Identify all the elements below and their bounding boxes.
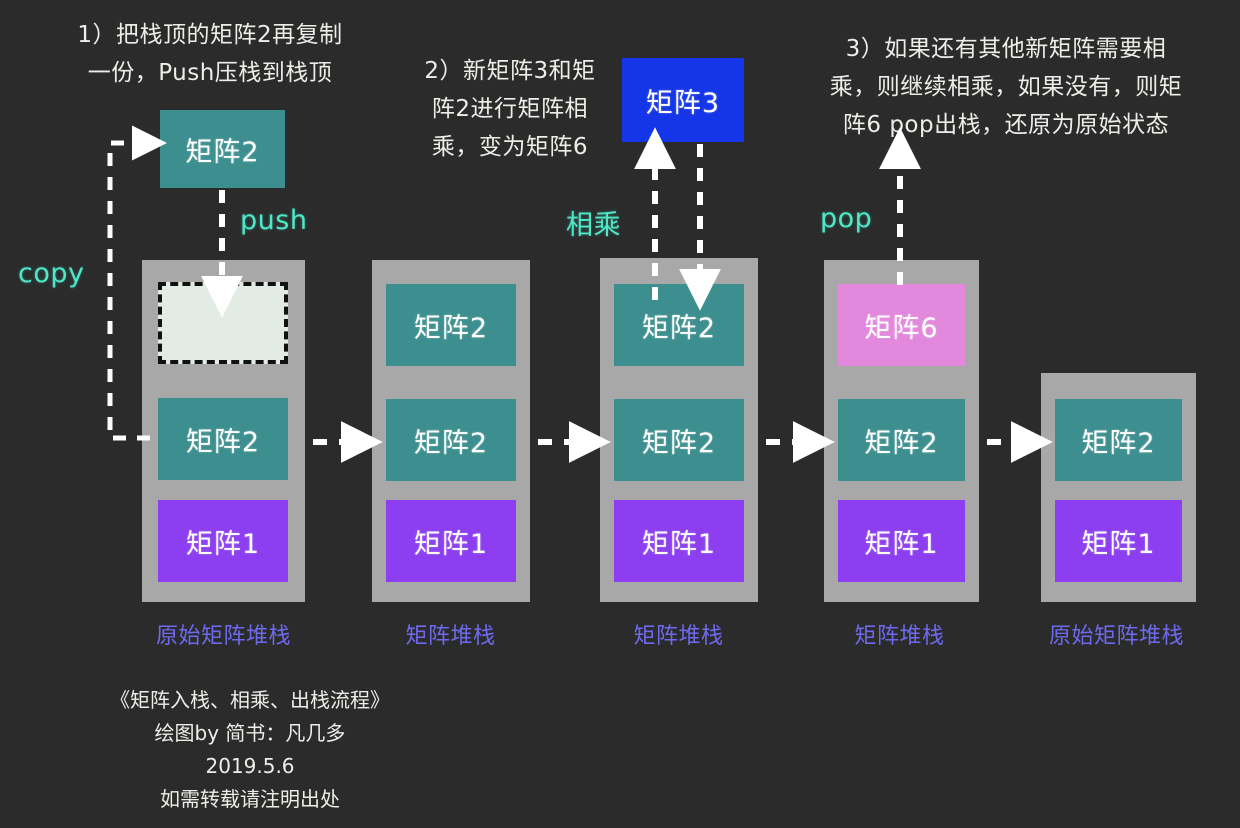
floating-matrix2-label: 矩阵2 <box>185 136 260 168</box>
stack-5-cell-1: 矩阵1 <box>1055 500 1182 582</box>
stack-container-4: 矩阵6 矩阵2 矩阵1 <box>824 260 979 602</box>
stack-3-cell-1: 矩阵2 <box>614 399 744 481</box>
stack-2-cell-0: 矩阵2 <box>386 284 516 366</box>
annotation-step-3: 3）如果还有其他新矩阵需要相 乘，则继续相乘，如果没有，则矩 阵6 pop出栈，… <box>829 36 1183 138</box>
stack-2-cell-2: 矩阵1 <box>386 500 516 582</box>
stack-2-cell-1-label: 矩阵2 <box>413 427 489 459</box>
stack-1-cell-2: 矩阵1 <box>158 500 288 582</box>
stack-4-cell-2-label: 矩阵1 <box>864 528 939 560</box>
floating-matrix2-box: 矩阵2 <box>160 110 285 188</box>
stack-1-cell-2-label: 矩阵1 <box>185 528 261 560</box>
stack-4-cell-0-label: 矩阵6 <box>864 312 939 344</box>
stack-4-cell-0: 矩阵6 <box>838 284 965 366</box>
stack-1-cell-1-label: 矩阵2 <box>185 426 261 458</box>
stack-4-cell-2: 矩阵1 <box>838 500 965 582</box>
stack-4-cell-1: 矩阵2 <box>838 399 965 481</box>
copy-arrow-label: copy <box>18 258 85 289</box>
floating-matrix3-box: 矩阵3 <box>622 58 744 142</box>
stack-1-cell-1: 矩阵2 <box>158 398 288 480</box>
stack-5-cell-0: 矩阵2 <box>1055 399 1182 481</box>
stack-caption-5: 原始矩阵堆栈 <box>1048 624 1184 649</box>
pop-arrow-label: pop <box>820 203 873 234</box>
stack-3-cell-2: 矩阵1 <box>614 500 744 582</box>
stack-1-cell-0 <box>158 282 288 364</box>
stack-3-cell-0-label: 矩阵2 <box>641 312 717 344</box>
stack-container-2: 矩阵2 矩阵2 矩阵1 <box>372 260 530 602</box>
stack-caption-3: 矩阵堆栈 <box>633 624 724 649</box>
stack-container-1: 矩阵2 矩阵1 <box>142 260 305 602</box>
stack-caption-4: 矩阵堆栈 <box>854 624 945 649</box>
stack-2-cell-1: 矩阵2 <box>386 399 516 481</box>
figure-caption: 《矩阵入栈、相乘、出栈流程》 绘图by 简书：凡几多 2019.5.6 如需转载… <box>110 688 390 811</box>
stack-3-cell-0: 矩阵2 <box>614 284 744 366</box>
stack-3-cell-1-label: 矩阵2 <box>641 427 717 459</box>
floating-matrix3-label: 矩阵3 <box>645 87 721 119</box>
push-arrow-label: push <box>240 205 308 236</box>
annotation-step-2: 2）新矩阵3和矩 阵2进行矩阵相 乘，变为矩阵6 <box>424 58 596 160</box>
annotation-step-1: 1）把栈顶的矩阵2再复制 一份，Push压栈到栈顶 <box>77 22 343 86</box>
stack-container-3: 矩阵2 矩阵2 矩阵1 <box>600 258 758 602</box>
stack-caption-1: 原始矩阵堆栈 <box>155 624 291 649</box>
stack-2-cell-0-label: 矩阵2 <box>413 312 489 344</box>
stack-3-cell-2-label: 矩阵1 <box>641 528 717 560</box>
stack-caption-2: 矩阵堆栈 <box>405 624 496 649</box>
stack-5-cell-0-label: 矩阵2 <box>1081 427 1156 459</box>
stack-5-cell-1-label: 矩阵1 <box>1081 528 1156 560</box>
stack-2-cell-2-label: 矩阵1 <box>413 528 489 560</box>
multiply-arrow-label: 相乘 <box>566 210 621 241</box>
stack-container-5: 矩阵2 矩阵1 <box>1041 373 1196 602</box>
stack-4-cell-1-label: 矩阵2 <box>864 427 939 459</box>
